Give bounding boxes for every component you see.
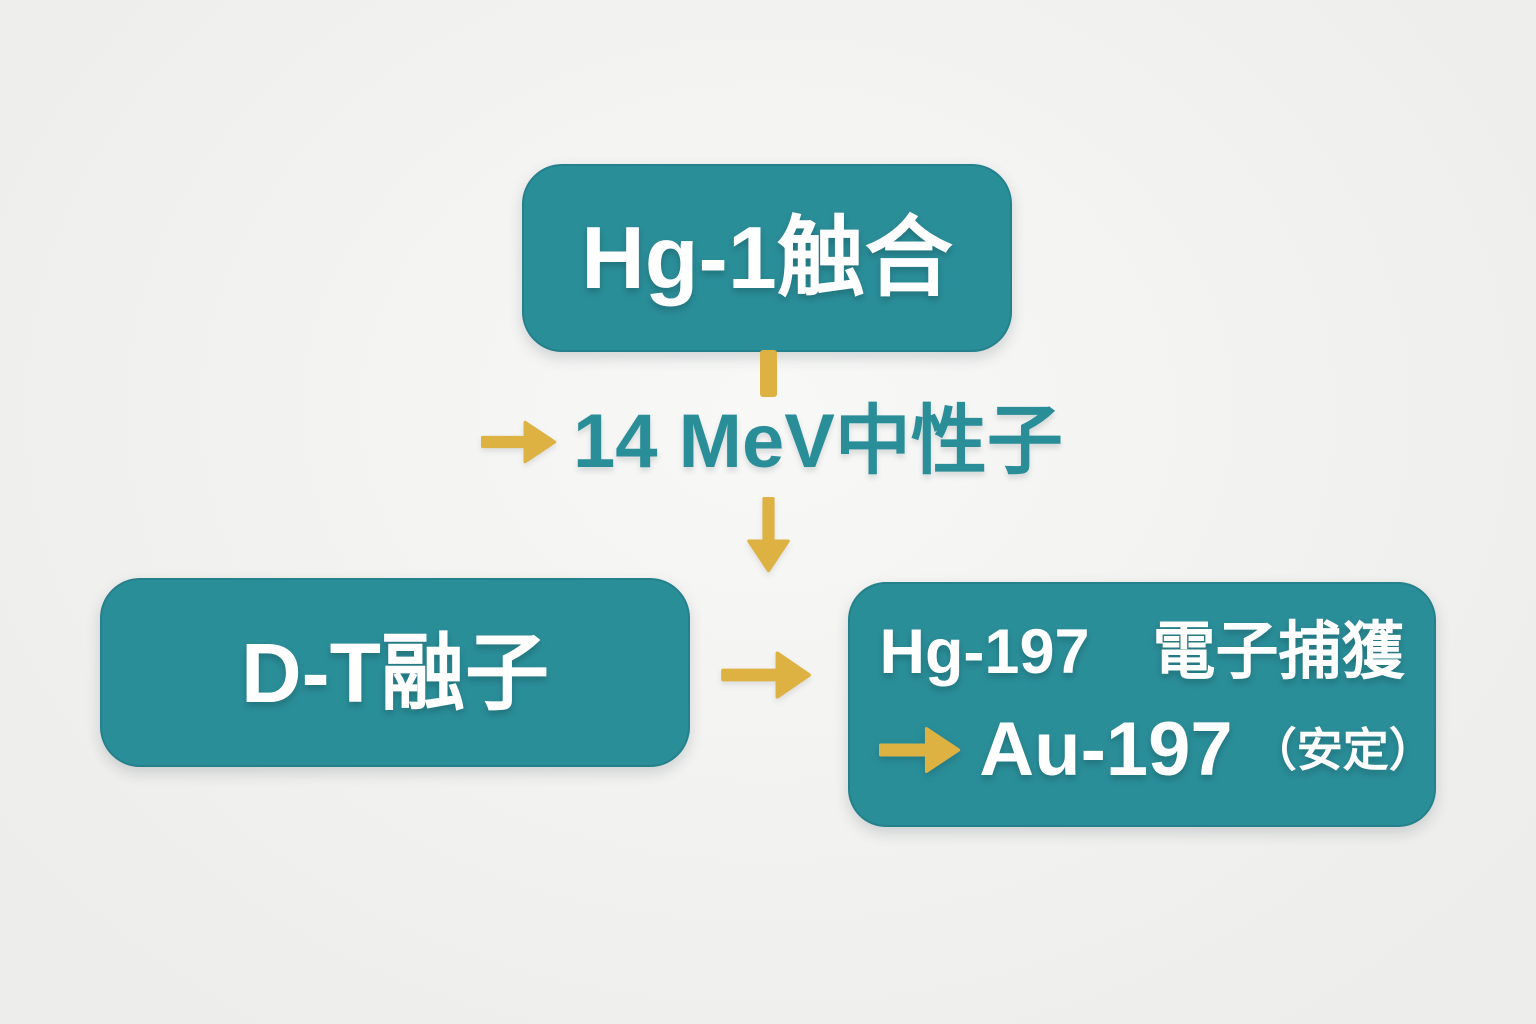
node-hg197-line2: Au-197 （安定） — [879, 707, 1435, 792]
node-dt-fusion-label: D-T融子 — [241, 625, 549, 720]
right-arrow-icon — [721, 651, 811, 699]
connector-line — [760, 350, 777, 397]
node-hg-fusion: Hg-1触合 — [522, 164, 1012, 352]
right-arrow-icon — [481, 420, 557, 464]
node-hg-fusion-label: Hg-1触合 — [581, 208, 953, 307]
node-hg197-capture: Hg-197 電子捕獲 Au-197 （安定） — [848, 582, 1436, 827]
au197-label: Au-197 — [979, 707, 1233, 792]
node-hg197-line1: Hg-197 電子捕獲 — [879, 617, 1405, 687]
down-arrow-icon — [747, 497, 790, 573]
neutron-label: 14 MeV中性子 — [573, 399, 1063, 484]
stable-note: （安定） — [1250, 724, 1435, 776]
node-dt-fusion: D-T融子 — [100, 578, 690, 767]
right-arrow-icon — [879, 727, 961, 773]
neutron-label-row: 14 MeV中性子 — [481, 404, 1063, 480]
